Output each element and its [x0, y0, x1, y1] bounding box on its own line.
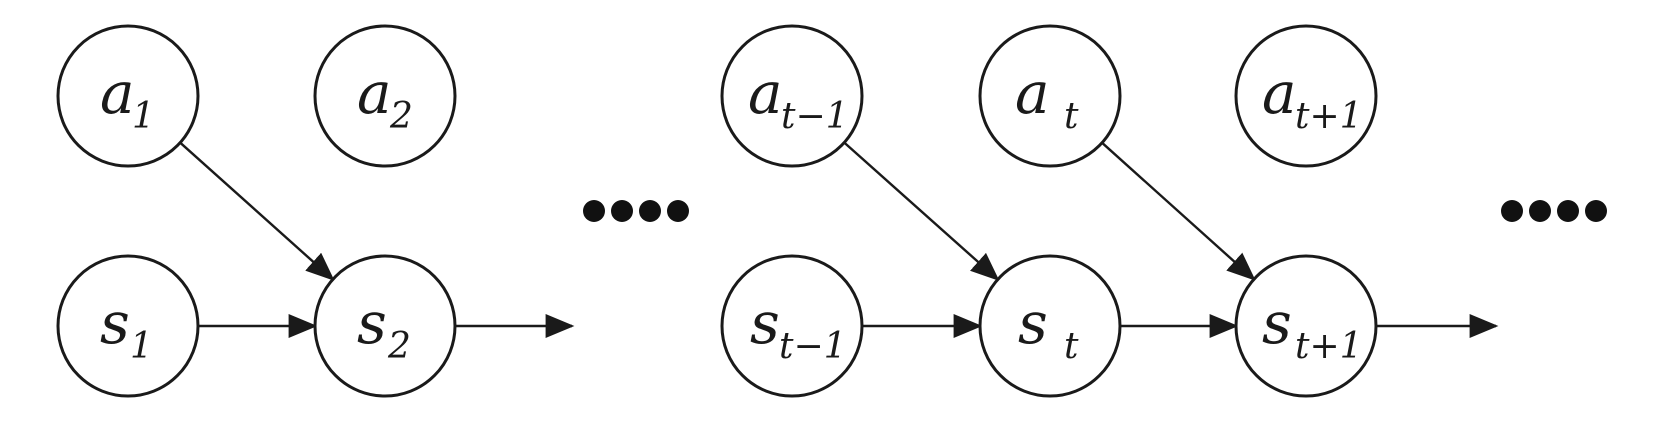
edges — [179, 141, 1499, 338]
node-at-plus-1: a t+1 — [1234, 24, 1378, 168]
node-a1-var: a — [100, 59, 135, 127]
node-at-minus-1-sub: t−1 — [781, 96, 849, 137]
node-s1: s 1 — [56, 254, 200, 398]
node-at-plus-1-var: a — [1262, 59, 1297, 127]
node-st-plus-1-sub: t+1 — [1295, 326, 1363, 367]
node-st: s t — [978, 254, 1122, 398]
node-st-plus-1-var: s — [1262, 289, 1292, 357]
node-a1-sub: 1 — [132, 96, 155, 137]
node-a2-var: a — [357, 59, 392, 127]
node-at-sub: t — [1064, 96, 1079, 137]
node-at: a t — [978, 24, 1122, 168]
ellipsis-1 — [583, 200, 689, 222]
node-a2-sub: 2 — [389, 96, 413, 137]
edge-a1-to-s2 — [179, 141, 335, 281]
node-s2-sub: 2 — [387, 326, 411, 367]
node-a1: a 1 — [56, 24, 200, 168]
node-at-minus-1-var: a — [748, 59, 783, 127]
nodes: a 1 a 2 a t−1 a t a t+1 s 1 — [56, 24, 1378, 398]
edge-at-1-to-st — [843, 141, 1000, 281]
node-st-minus-1: s t−1 — [720, 254, 864, 398]
edge-at-to-st+1 — [1101, 141, 1256, 281]
node-a2: a 2 — [313, 24, 457, 168]
node-s2: s 2 — [313, 254, 457, 398]
node-at-plus-1-sub: t+1 — [1295, 96, 1363, 137]
node-st-var: s — [1018, 289, 1048, 357]
ellipsis-2 — [1501, 200, 1607, 222]
node-st-sub: t — [1064, 326, 1079, 367]
node-st-minus-1-sub: t−1 — [779, 326, 847, 367]
node-st-minus-1-var: s — [750, 289, 780, 357]
node-at-var: a — [1015, 59, 1050, 127]
node-st-plus-1: s t+1 — [1234, 254, 1378, 398]
node-s2-var: s — [357, 289, 387, 357]
node-s1-var: s — [100, 289, 130, 357]
node-at-minus-1: a t−1 — [720, 24, 864, 168]
node-s1-sub: 1 — [130, 326, 153, 367]
